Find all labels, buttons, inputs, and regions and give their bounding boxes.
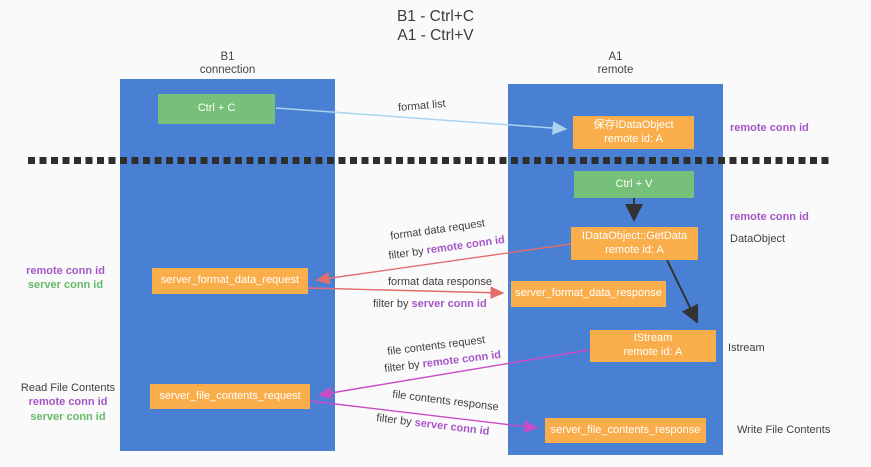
label-istream: Istream (728, 342, 765, 354)
label-format-list: format list (397, 97, 447, 115)
label-read-file-contents: Read File Contents (20, 382, 116, 394)
label-remote-conn-id-mid-right: remote conn id (730, 211, 809, 223)
label-dataobject: DataObject (730, 233, 786, 245)
filter-by-text: filter by (383, 358, 424, 376)
separator-dashed-line (28, 157, 830, 164)
node-format-response-label: server_format_data_response (515, 287, 662, 300)
title-line-1: B1 - Ctrl+C (396, 8, 475, 25)
node-save-idataobject-line2: remote id: A (604, 132, 663, 145)
title-line-2: A1 - Ctrl+V (397, 26, 474, 44)
label-remote-conn-id-top-right: remote conn id (730, 122, 809, 134)
server-conn-id-text: server conn id (411, 298, 487, 310)
node-ctrl-c: Ctrl + C (158, 94, 275, 124)
lane-header-b1: B1 connection (120, 51, 335, 77)
filter-by-text: filter by (375, 412, 416, 429)
label-file-contents-response: file contents response (391, 388, 500, 414)
lane-b1-name: B1 (220, 51, 235, 63)
node-ctrl-c-label: Ctrl + C (197, 102, 236, 115)
label-group-left-mid: remote conn id server conn id (18, 264, 113, 293)
lane-a1-name: A1 (608, 51, 623, 63)
node-server-format-data-response: server_format_data_response (511, 281, 666, 307)
arrow-format-data-response (307, 286, 505, 299)
lane-header-a1: A1 remote (508, 51, 723, 77)
node-istream: IStream remote id: A (590, 330, 716, 362)
label-server-conn-id-left-bottom: server conn id (30, 410, 106, 423)
label-group-left-bottom: Read File Contents remote conn id server… (18, 381, 118, 424)
filter-by-text: filter by (373, 298, 412, 310)
lane-a1-subtitle: remote (597, 64, 634, 77)
node-istream-line2: remote id: A (623, 346, 683, 358)
node-getdata-line2: remote id: A (605, 243, 664, 256)
lane-b1-subtitle: connection (199, 64, 256, 77)
node-save-idataobject-line1: 保存IDataObject (593, 118, 674, 131)
node-server-format-data-request: server_format_data_request (152, 268, 308, 294)
node-idataobject-getdata: IDataObject::GetData remote id: A (571, 227, 698, 260)
node-ctrl-v: Ctrl + V (574, 171, 694, 198)
remote-conn-id-text: remote conn id (425, 233, 506, 257)
label-server-conn-id-left-mid: server conn id (27, 279, 104, 292)
node-server-file-contents-request: server_file_contents_request (150, 384, 310, 409)
label-format-data-response: format data response (388, 276, 492, 288)
node-getdata-line1: IDataObject::GetData (581, 229, 688, 242)
label-filter-by-server-1: filter by server conn id (373, 298, 487, 310)
node-ctrl-v-label: Ctrl + V (615, 177, 653, 190)
label-filter-by-server-2: filter by server conn id (376, 412, 490, 438)
node-format-request-label: server_format_data_request (160, 274, 300, 287)
server-conn-id-text: server conn id (413, 416, 491, 438)
node-server-file-contents-response: server_file_contents_response (545, 418, 706, 443)
label-write-file-contents: Write File Contents (737, 424, 831, 436)
node-file-response-label: server_file_contents_response (550, 423, 701, 436)
filter-by-text: filter by (387, 244, 428, 263)
label-remote-conn-id-left-bottom: remote conn id (28, 396, 108, 409)
diagram-title: B1 - Ctrl+C A1 - Ctrl+V (0, 8, 871, 45)
node-save-idataobject: 保存IDataObject remote id: A (573, 116, 694, 149)
label-remote-conn-id-left-mid: remote conn id (26, 265, 105, 277)
node-file-request-label: server_file_contents_request (159, 389, 301, 402)
node-istream-line1: IStream (633, 332, 673, 345)
